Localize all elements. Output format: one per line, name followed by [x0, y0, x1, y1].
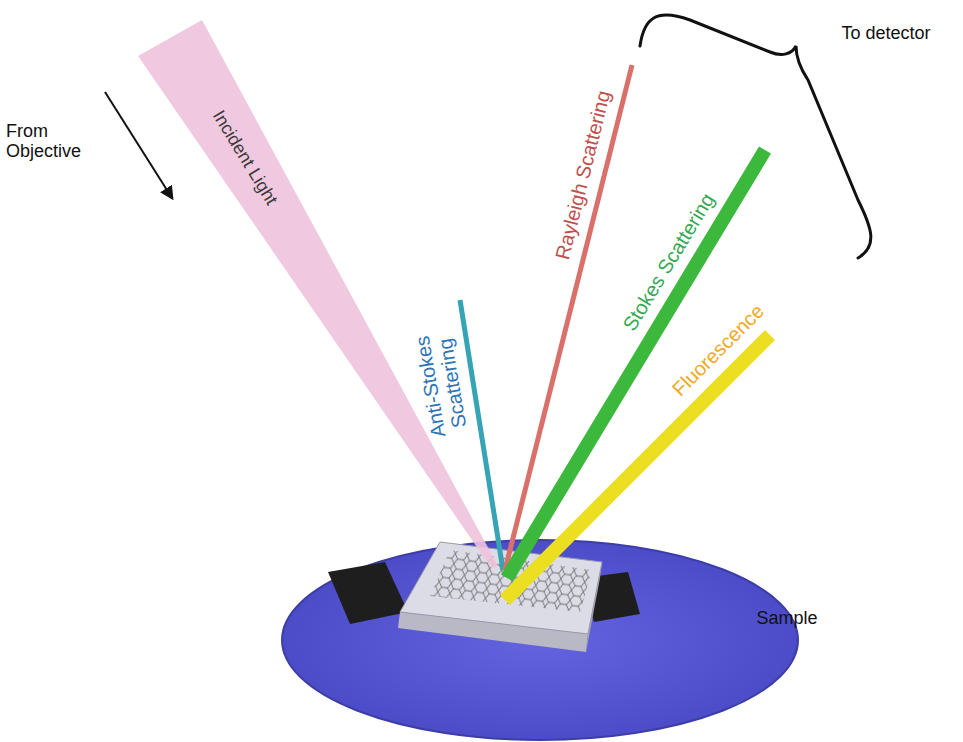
- beam-label: Stokes Scattering: [618, 189, 718, 334]
- incident-beam: [138, 20, 498, 569]
- sample-label: Sample: [757, 609, 818, 629]
- stokes-beam: [507, 150, 765, 578]
- direction-arrow: [105, 92, 172, 198]
- detector-label: To detector: [842, 24, 931, 44]
- direction-label: From Objective: [6, 122, 118, 162]
- detector-bracket: [640, 15, 871, 258]
- beam-label: Anti-Stokes Scattering: [410, 327, 472, 443]
- beam-label: Fluorescence: [668, 300, 768, 400]
- beam-label: Incident Light: [208, 107, 281, 209]
- beam-label: Rayleigh Scattering: [551, 88, 614, 262]
- fluorescence-beam: [505, 335, 770, 600]
- anti-stokes-beam: [460, 300, 503, 570]
- contact-pad: [328, 562, 408, 624]
